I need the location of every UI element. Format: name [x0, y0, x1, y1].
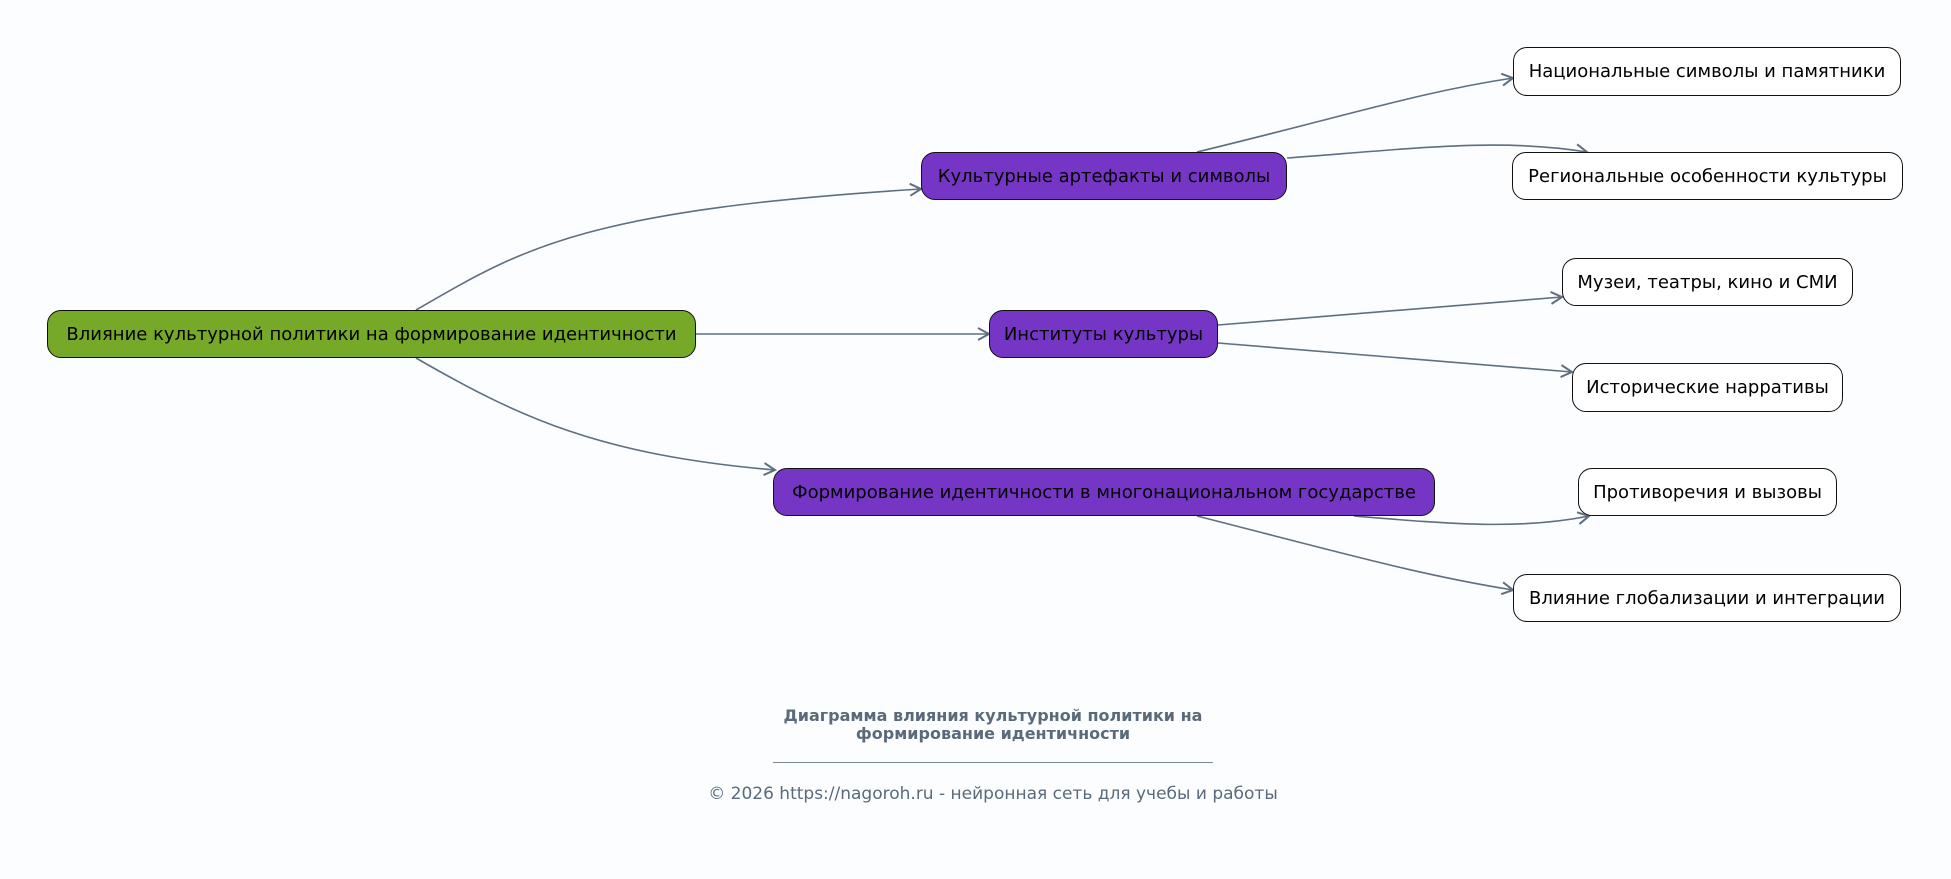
- edge-institutes-museums: [1217, 297, 1562, 326]
- title-line-1: Диаграмма влияния культурной политики на: [783, 706, 1203, 725]
- leaf-node-globalization[interactable]: Влияние глобализации и интеграции: [1513, 574, 1901, 622]
- branch-label: Институты культуры: [1003, 323, 1204, 345]
- root-node-label: Влияние культурной политики на формирова…: [66, 323, 677, 345]
- branch-node-institutes[interactable]: Институты культуры: [989, 310, 1218, 358]
- leaf-node-contradictions[interactable]: Противоречия и вызовы: [1578, 468, 1837, 516]
- leaf-label: Национальные символы и памятники: [1528, 61, 1886, 82]
- branch-label: Формирование идентичности в многонациона…: [792, 481, 1416, 503]
- leaf-label: Противоречия и вызовы: [1593, 481, 1822, 503]
- title-line-2: формирование идентичности: [855, 724, 1131, 743]
- divider: [773, 762, 1213, 763]
- footer-copyright: © 2026 https://nagoroh.ru - нейронная се…: [708, 784, 1278, 804]
- edge-root-formation: [415, 357, 775, 470]
- edge-formation-contradictions: [1353, 516, 1589, 526]
- leaf-label: Региональные особенности культуры: [1528, 165, 1887, 187]
- leaf-node-regional[interactable]: Региональные особенности культуры: [1512, 152, 1903, 200]
- leaf-label: Влияние глобализации и интеграции: [1529, 587, 1885, 609]
- edge-root-artefacts: [415, 189, 921, 311]
- branch-node-formation[interactable]: Формирование идентичности в многонациона…: [773, 468, 1435, 516]
- edge-artefacts-national: [1196, 78, 1513, 153]
- leaf-label: Исторические нарративы: [1586, 377, 1829, 398]
- edge-institutes-historical: [1217, 342, 1572, 372]
- leaf-node-national-symbols[interactable]: Национальные символы и памятники: [1513, 47, 1901, 96]
- diagram-title: Диаграмма влияния культурной политики на…: [743, 707, 1243, 743]
- leaf-label: Музеи, театры, кино и СМИ: [1577, 271, 1838, 293]
- edge-formation-global: [1196, 515, 1513, 590]
- branch-node-artefacts[interactable]: Культурные артефакты и символы: [921, 152, 1287, 200]
- leaf-node-historical[interactable]: Исторические нарративы: [1572, 363, 1843, 412]
- edge-artefacts-regional: [1286, 145, 1587, 159]
- root-node[interactable]: Влияние культурной политики на формирова…: [47, 310, 696, 358]
- leaf-node-museums[interactable]: Музеи, театры, кино и СМИ: [1562, 258, 1853, 306]
- branch-label: Культурные артефакты и символы: [937, 165, 1271, 187]
